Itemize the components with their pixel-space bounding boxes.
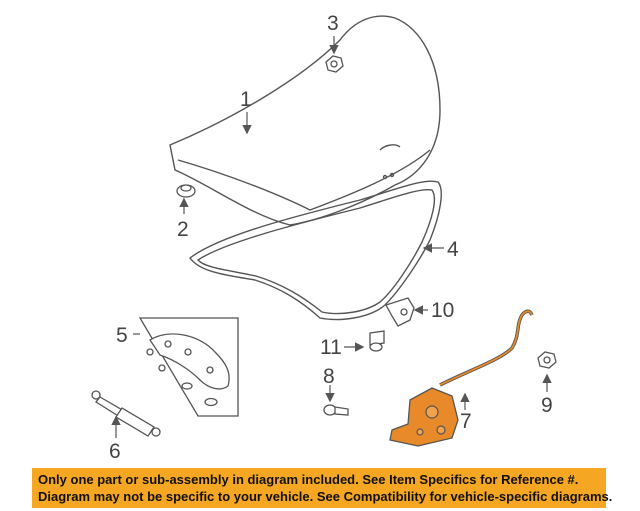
callout-5: 5 — [116, 324, 128, 347]
grommet-part-2 — [176, 184, 196, 198]
callout-9: 9 — [541, 394, 553, 417]
hinge-assembly-part — [138, 317, 239, 417]
nut-part-3 — [325, 55, 344, 73]
compatibility-notice-banner: Only one part or sub-assembly in diagram… — [32, 468, 613, 508]
leader-arrows — [111, 36, 552, 438]
notice-line-1: Only one part or sub-assembly in diagram… — [38, 472, 579, 487]
callout-3: 3 — [327, 12, 339, 35]
callout-10: 10 — [431, 299, 454, 322]
callout-8: 8 — [323, 365, 335, 388]
callout-11: 11 — [320, 336, 342, 359]
nut-part-9 — [537, 351, 557, 369]
callout-4: 4 — [447, 238, 459, 261]
callout-7: 7 — [460, 410, 472, 433]
notice-line-2: Diagram may not be specific to your vehi… — [38, 489, 613, 504]
parts-diagram: 1 2 3 4 5 6 7 8 9 10 11 — [91, 12, 557, 460]
callout-2: 2 — [177, 218, 189, 241]
callout-1: 1 — [240, 88, 252, 111]
latch-assembly-part — [389, 309, 534, 447]
lift-support-strut-part — [91, 390, 161, 437]
striker-part — [385, 297, 415, 327]
trunk-lid-part — [169, 15, 441, 226]
bolt-part-8 — [323, 404, 349, 416]
screw-part-11 — [369, 330, 385, 352]
callout-6: 6 — [109, 440, 121, 460]
weatherstrip-part — [189, 180, 442, 321]
